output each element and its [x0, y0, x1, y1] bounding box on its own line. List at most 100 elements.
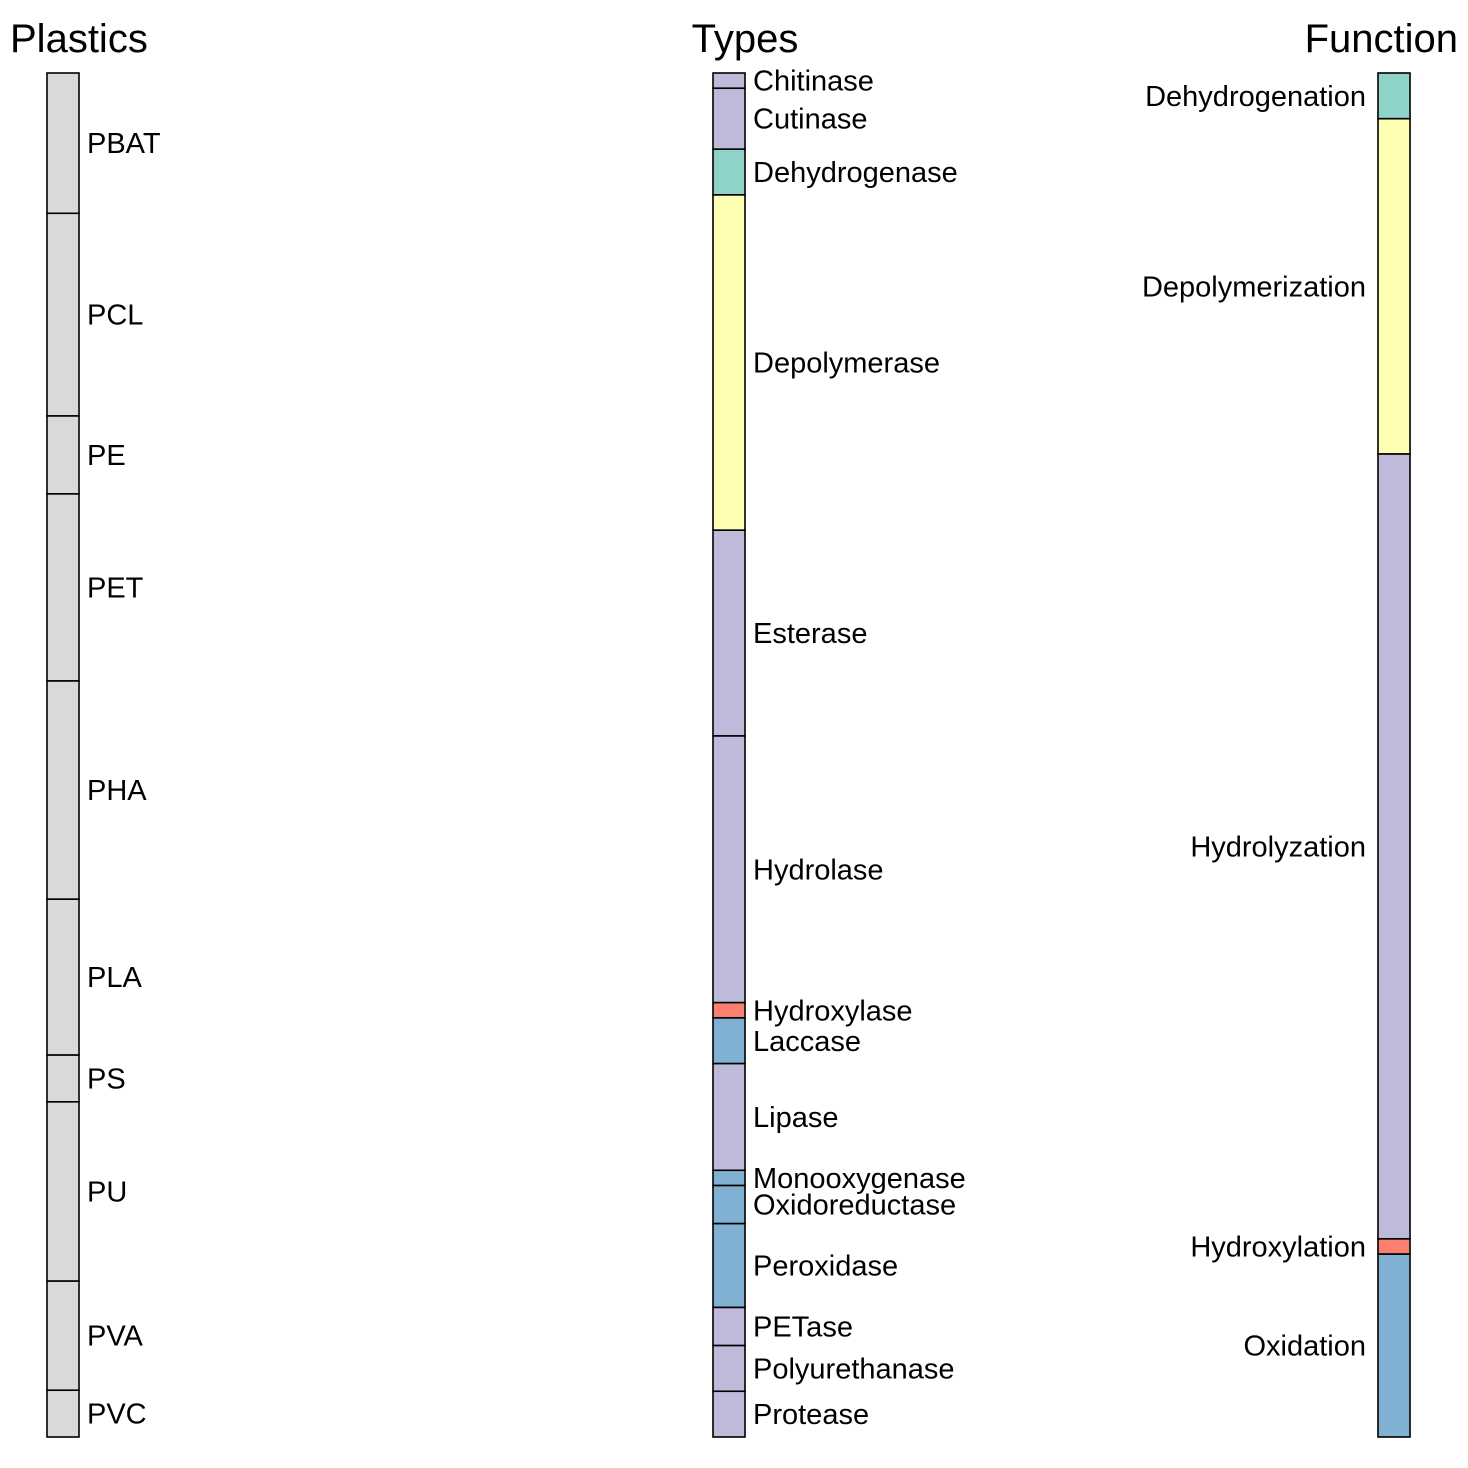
node-bar — [46, 1101, 80, 1282]
node-protease[interactable]: Protease — [712, 1390, 869, 1438]
link-pvc-to-peroxidase — [79, 1277, 713, 1437]
node-pcl[interactable]: PCL — [46, 212, 143, 417]
link-pbat-to-petase — [79, 206, 713, 1316]
node-dehydrogenase[interactable]: Dehydrogenase — [712, 148, 958, 196]
node-pla[interactable]: PLA — [46, 898, 142, 1056]
link-pva-to-hydrolase — [79, 942, 713, 1375]
link-pva-to-depolymerase — [79, 484, 713, 1343]
link-pe-to-hydroxylase — [79, 424, 713, 1018]
node-oxidoreductase[interactable]: Oxidoreductase — [712, 1184, 956, 1225]
node-pvc[interactable]: PVC — [46, 1389, 147, 1438]
node-hydrolase[interactable]: Hydrolase — [712, 735, 884, 1004]
node-label: PS — [87, 1063, 126, 1095]
node-bar — [1377, 72, 1411, 120]
node-pet[interactable]: PET — [46, 493, 144, 682]
node-polyurethanase[interactable]: Polyurethanase — [712, 1344, 955, 1393]
link-pbat-to-lipase — [79, 182, 713, 1079]
link-pu-to-oxidoreductase — [79, 1203, 713, 1223]
node-pva[interactable]: PVA — [46, 1280, 144, 1392]
link-pe-to-esterase — [79, 416, 713, 599]
node-bar — [46, 1280, 80, 1392]
link-pla-to-esterase — [79, 675, 713, 993]
node-bar — [712, 529, 746, 737]
link-pla-to-hydrolase — [79, 873, 713, 1024]
link-pu-to-esterase — [79, 705, 713, 1148]
node-label: PCL — [87, 300, 143, 332]
node-bar — [46, 1054, 80, 1103]
node-bar — [712, 1062, 746, 1172]
node-label: Cutinase — [753, 104, 867, 136]
node-esterase[interactable]: Esterase — [712, 529, 867, 737]
link-pha-to-lipase — [79, 860, 713, 1140]
node-label: PLA — [87, 962, 142, 994]
link-ps-to-monooxygenase — [79, 1071, 713, 1186]
node-laccase[interactable]: Laccase — [712, 1017, 861, 1065]
node-peroxidase[interactable]: Peroxidase — [712, 1222, 898, 1309]
link-pbat-to-esterase — [79, 120, 713, 561]
node-bar — [46, 72, 80, 215]
link-pvc-to-laccase — [79, 1048, 713, 1405]
node-dehydrogenation[interactable]: Dehydrogenation — [1145, 72, 1411, 120]
link-pcl-to-dehydrogenase — [79, 149, 713, 236]
node-label: Hydrolase — [753, 854, 884, 886]
node-depolymerization[interactable]: Depolymerization — [1142, 117, 1411, 455]
node-oxidation[interactable]: Oxidation — [1243, 1253, 1411, 1438]
link-pet-to-petase — [79, 650, 713, 1346]
link-pu-to-dehydrogenase — [79, 164, 713, 1117]
link-pva-to-peroxidase — [79, 1262, 713, 1390]
node-pe[interactable]: PE — [46, 415, 126, 495]
node-label: Oxidation — [1243, 1331, 1366, 1363]
node-bar — [1377, 453, 1411, 1240]
node-label: Dehydrogenation — [1145, 81, 1366, 113]
node-bar — [1377, 117, 1411, 455]
link-pet-to-lipase — [79, 634, 713, 1117]
node-petase[interactable]: PETase — [712, 1306, 853, 1347]
link-pu-to-lipase — [79, 1155, 713, 1203]
link-pe-to-monooxygenase — [79, 455, 713, 1178]
link-pet-to-esterase — [79, 541, 713, 645]
link-pla-to-protease — [79, 1039, 713, 1421]
node-label: PVA — [87, 1321, 144, 1353]
node-lipase[interactable]: Lipase — [712, 1062, 838, 1172]
node-bar — [712, 194, 746, 532]
node-label: Laccase — [753, 1026, 861, 1058]
column-title-plastics: Plastics — [10, 17, 148, 61]
node-bar — [712, 1344, 746, 1393]
node-monooxygenase[interactable]: Monooxygenase — [712, 1163, 966, 1195]
link-pha-to-protease — [79, 884, 713, 1407]
node-hydroxylation[interactable]: Hydroxylation — [1190, 1231, 1411, 1263]
node-hydrolyzation[interactable]: Hydrolyzation — [1190, 453, 1411, 1240]
link-pu-to-protease — [79, 1266, 713, 1437]
node-label: Oxidoreductase — [753, 1190, 956, 1222]
node-label: PU — [87, 1176, 127, 1208]
node-bar — [712, 72, 746, 90]
node-pbat[interactable]: PBAT — [46, 72, 161, 215]
link-pha-to-depolymerase — [79, 317, 713, 798]
node-label: Hydroxylase — [753, 995, 913, 1027]
link-pu-to-polyurethanase — [79, 1219, 713, 1392]
node-label: Lipase — [753, 1102, 838, 1134]
node-bar — [46, 212, 80, 417]
node-depolymerase[interactable]: Depolymerase — [712, 194, 940, 532]
link-pcl-to-depolymerase — [79, 195, 713, 330]
node-bar — [712, 1169, 746, 1187]
link-ps-to-peroxidase — [79, 1078, 713, 1261]
node-bar — [712, 87, 746, 151]
link-pet-to-cutinase — [79, 134, 713, 510]
node-hydroxylase[interactable]: Hydroxylase — [712, 995, 913, 1027]
node-bar — [712, 1017, 746, 1065]
node-pha[interactable]: PHA — [46, 680, 147, 900]
node-bar — [46, 898, 80, 1056]
node-pu[interactable]: PU — [46, 1101, 127, 1282]
node-bar — [46, 415, 80, 495]
node-chitinase[interactable]: Chitinase — [712, 66, 874, 98]
node-label: Hydroxylation — [1190, 1231, 1366, 1263]
node-label: PET — [87, 572, 144, 604]
link-pbat-to-cutinase — [79, 88, 713, 120]
link-pet-to-hydrolase — [79, 587, 713, 842]
node-ps[interactable]: PS — [46, 1054, 126, 1103]
node-bar — [712, 1184, 746, 1225]
link-pu-to-hydrolase — [79, 904, 713, 1188]
node-bar — [1377, 1238, 1411, 1255]
